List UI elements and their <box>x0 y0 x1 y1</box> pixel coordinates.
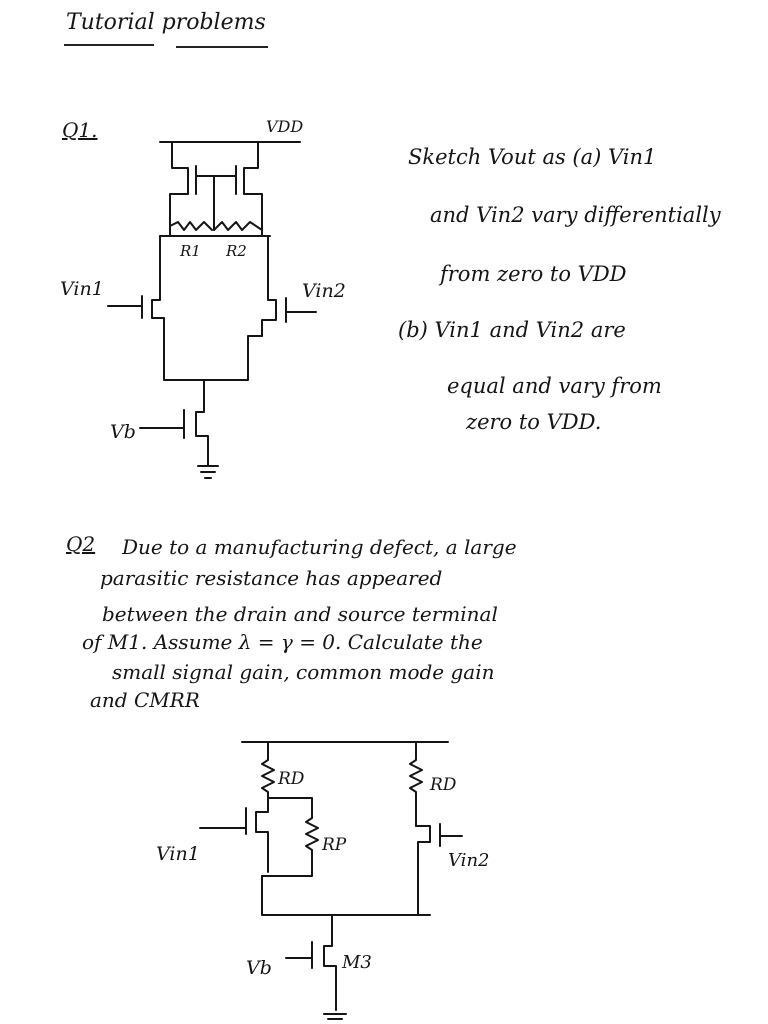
q1-r1-label: R1 <box>179 242 201 260</box>
q2-rp <box>261 797 319 877</box>
q1-nmos-left <box>107 235 165 337</box>
q1-text-line: (b) Vin1 and Vin2 are <box>398 318 626 342</box>
question-2-label: Q2 <box>66 532 96 556</box>
q1-tail-nmos <box>139 379 209 467</box>
q2-rd-left-label: RD <box>277 769 305 789</box>
q1-vb-label: Vb <box>110 421 136 443</box>
q2-vb-label: Vb <box>246 957 272 979</box>
q1-r1 <box>169 221 213 231</box>
q2-m3 <box>285 914 337 1011</box>
q1-pmos-gate-tie <box>203 175 229 231</box>
q2-vin2-label: Vin2 <box>448 850 489 871</box>
q1-r2 <box>213 221 263 231</box>
q2-rp-label: RP <box>321 835 347 855</box>
q1-nmos-right <box>261 235 317 337</box>
page-title: Tutorial problems <box>66 10 266 35</box>
title-underline <box>176 46 268 48</box>
q1-vin2-label: Vin2 <box>302 280 346 302</box>
q1-text-line: Sketch Vout as (a) Vin1 <box>408 145 657 169</box>
q1-text-line: from zero to VDD <box>440 262 627 286</box>
q2-vin1-label: Vin1 <box>156 843 200 865</box>
q1-tail-node <box>163 335 263 381</box>
q2-text-line: between the drain and source terminal <box>102 602 498 626</box>
q2-rd-left <box>261 741 275 799</box>
q1-text-line: zero to VDD. <box>466 410 602 434</box>
q1-pmos-left <box>169 141 205 237</box>
q1-text-line: and Vin2 vary differentially <box>430 203 721 227</box>
title-underline <box>64 44 154 46</box>
q2-rd-right <box>409 741 423 827</box>
q2-rd-right-label: RD <box>429 775 457 795</box>
q1-vdd-label: VDD <box>266 117 303 136</box>
q1-text-line: equal and vary from <box>447 374 662 398</box>
q2-circuit <box>199 741 463 1020</box>
question-1-label: Q1. <box>62 118 98 142</box>
q2-text-line: and CMRR <box>90 688 200 712</box>
q2-text-line: of M1. Assume λ = γ = 0. Calculate the <box>82 630 483 654</box>
q2-text-line: parasitic resistance has appeared <box>100 566 443 590</box>
q1-pmos-right <box>227 141 263 237</box>
q1-ground-icon <box>197 465 219 479</box>
q2-tail-node <box>261 875 431 916</box>
q1-vin1-label: Vin1 <box>60 278 104 300</box>
q2-ground-icon <box>323 1013 347 1020</box>
q2-m2 <box>415 823 463 916</box>
q2-m3-label: M3 <box>341 952 372 973</box>
q1-r2-label: R2 <box>225 242 247 260</box>
q1-circuit <box>107 141 317 479</box>
q2-m1 <box>199 797 269 873</box>
q2-text-line: small signal gain, common mode gain <box>112 660 495 684</box>
q2-text-line: Due to a manufacturing defect, a large <box>122 535 517 559</box>
